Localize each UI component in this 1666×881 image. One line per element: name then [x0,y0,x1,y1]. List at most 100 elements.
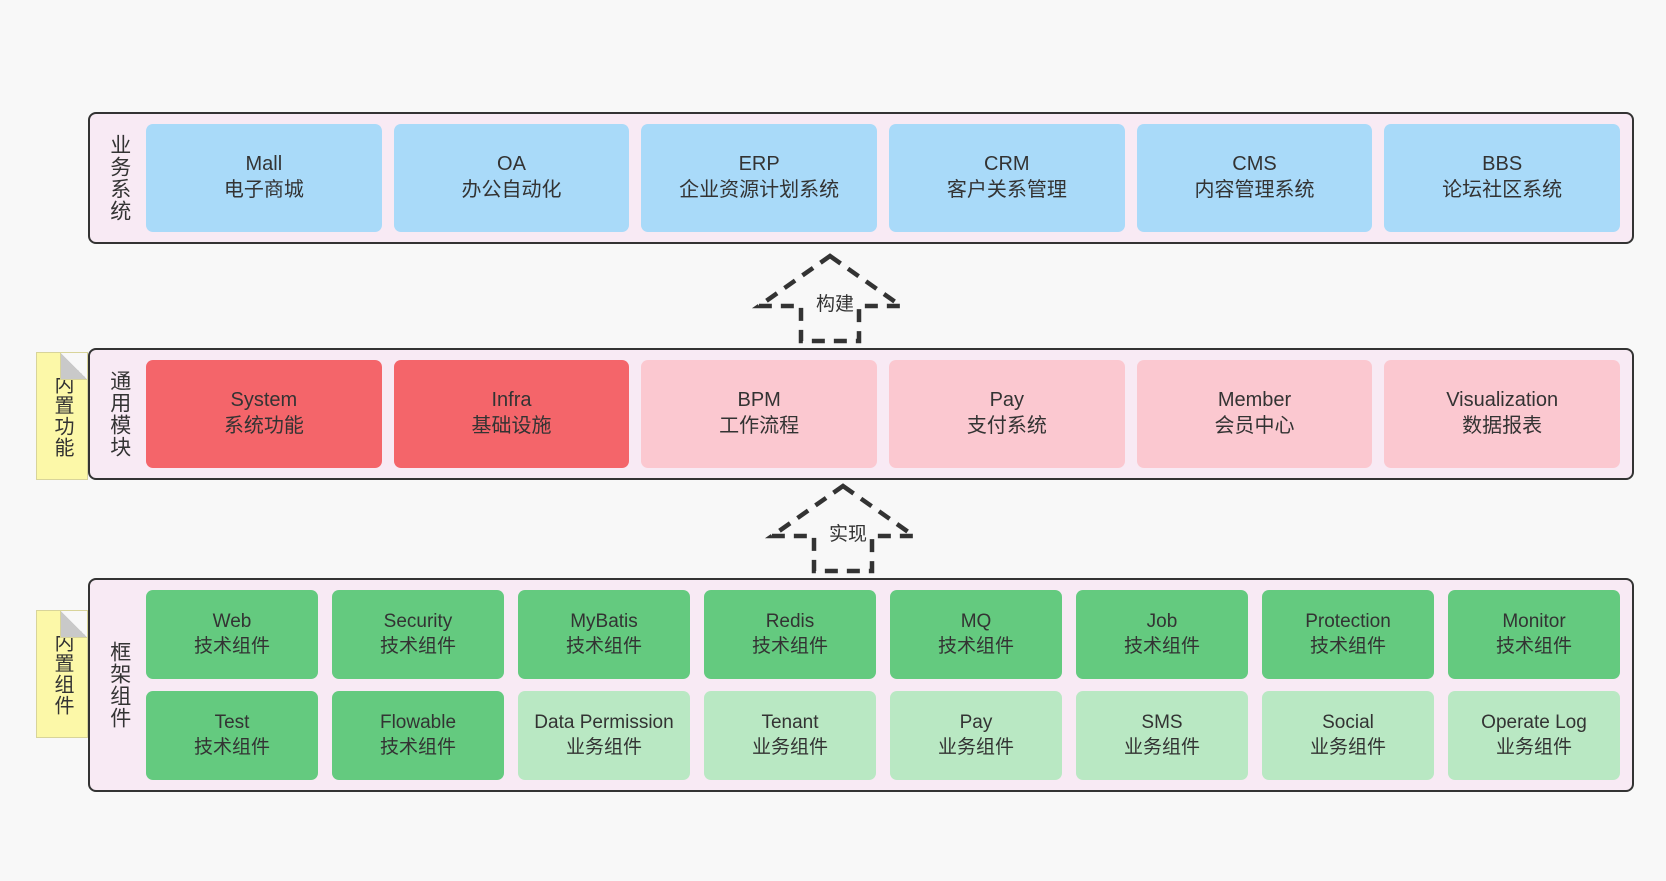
card-title: System [230,389,298,412]
card-title: ERP [738,153,780,176]
card-subtitle: 基础设施 [471,415,552,437]
card-title: Web [212,611,252,633]
module-card-bpm[interactable]: BPM 工作流程 [641,360,877,468]
module-card-pay[interactable]: Pay 支付系统 [889,360,1125,468]
module-card-grid: System 系统功能 Infra 基础设施 BPM 工作流程 Pay 支付系统 Member 会… [146,360,1620,468]
card-title: OA [497,153,526,176]
arrow-implement: 实现 [764,482,922,574]
card-subtitle: 内容管理系统 [1194,179,1315,201]
card-title: Monitor [1502,611,1566,633]
card-title: BBS [1482,153,1523,176]
arrow-build-shape [751,253,909,344]
card-subtitle: 业务组件 [937,736,1014,758]
card-subtitle: 电子商城 [223,179,304,201]
module-card-system[interactable]: System 系统功能 [146,360,382,468]
card-title: Protection [1305,611,1391,633]
card-subtitle: 办公自动化 [461,179,562,201]
card-title: BPM [737,389,781,412]
card-subtitle: 技术组件 [1309,635,1386,657]
business-card-crm[interactable]: CRM 客户关系管理 [889,124,1125,232]
layer-label-modules: 通用模块 [107,370,131,458]
card-title: Job [1146,611,1178,633]
layer-label-framework: 框架组件 [107,641,131,729]
card-subtitle: 业务组件 [751,736,828,758]
card-subtitle: 业务组件 [1495,736,1572,758]
card-title: Operate Log [1481,712,1587,734]
card-title: Pay [989,389,1025,412]
card-title: Data Permission [534,712,674,734]
note-builtin-component: 内置组件 [36,610,88,738]
card-title: Tenant [761,712,819,734]
card-subtitle: 技术组件 [1495,635,1572,657]
module-card-infra[interactable]: Infra 基础设施 [393,360,630,468]
card-title: Redis [765,611,815,633]
layer-business-systems: 业务系统 Mall 电子商城 OA 办公自动化 ERP 企业资源计划系统 CRM 客户关系管理… [88,112,1634,244]
card-title: CMS [1232,153,1277,176]
business-card-mall[interactable]: Mall 电子商城 [146,124,382,232]
card-title: Member [1217,389,1292,412]
card-subtitle: 会员中心 [1214,415,1295,437]
note-builtin-component-label: 内置组件 [51,632,73,716]
card-subtitle: 业务组件 [1309,736,1386,758]
arrow-implement-label: 实现 [829,524,868,545]
card-subtitle: 技术组件 [193,736,270,758]
layer-label-business: 业务系统 [107,134,131,222]
card-subtitle: 技术组件 [565,635,642,657]
card-title: MyBatis [570,611,638,633]
business-card-erp[interactable]: ERP 企业资源计划系统 [641,124,877,232]
card-title: Infra [491,389,532,412]
note-builtin-function: 内置功能 [36,352,88,480]
arrow-build: 构建 [751,252,909,344]
module-card-visualization[interactable]: Visualization 数据报表 [1384,360,1620,468]
business-card-grid: Mall 电子商城 OA 办公自动化 ERP 企业资源计划系统 CRM 客户关系管理 CMS 内容… [146,124,1620,232]
card-subtitle: 工作流程 [719,415,800,437]
card-subtitle: 企业资源计划系统 [679,179,840,201]
card-title: SMS [1141,712,1183,734]
arrow-build-label: 构建 [816,294,855,315]
card-subtitle: 客户关系管理 [946,179,1067,201]
card-title: Flowable [379,712,457,734]
layer-common-modules: 通用模块 System 系统功能 Infra 基础设施 BPM 工作流程 Pay 支付系统 Me… [88,348,1634,480]
card-subtitle: 技术组件 [1123,635,1200,657]
card-title: Security [383,611,453,633]
business-card-oa[interactable]: OA 办公自动化 [393,124,630,232]
card-subtitle: 技术组件 [751,635,828,657]
card-title: CRM [984,153,1030,176]
card-subtitle: 技术组件 [379,736,456,758]
card-title: Visualization [1446,389,1559,412]
card-title: Pay [959,712,993,734]
business-card-cms[interactable]: CMS 内容管理系统 [1136,124,1373,232]
card-title: Test [214,712,250,734]
card-title: Mall [245,153,283,176]
arrow-implement-shape [764,483,922,574]
card-subtitle: 系统功能 [223,415,304,437]
card-subtitle: 数据报表 [1462,415,1543,437]
module-card-member[interactable]: Member 会员中心 [1136,360,1373,468]
card-subtitle: 论坛社区系统 [1442,179,1563,201]
card-subtitle: 业务组件 [565,736,642,758]
note-builtin-function-label: 内置功能 [51,374,73,458]
card-subtitle: 技术组件 [379,635,456,657]
business-card-bbs[interactable]: BBS 论坛社区系统 [1384,124,1620,232]
card-subtitle: 支付系统 [966,415,1047,437]
card-title: Social [1322,712,1374,734]
card-subtitle: 技术组件 [193,635,270,657]
